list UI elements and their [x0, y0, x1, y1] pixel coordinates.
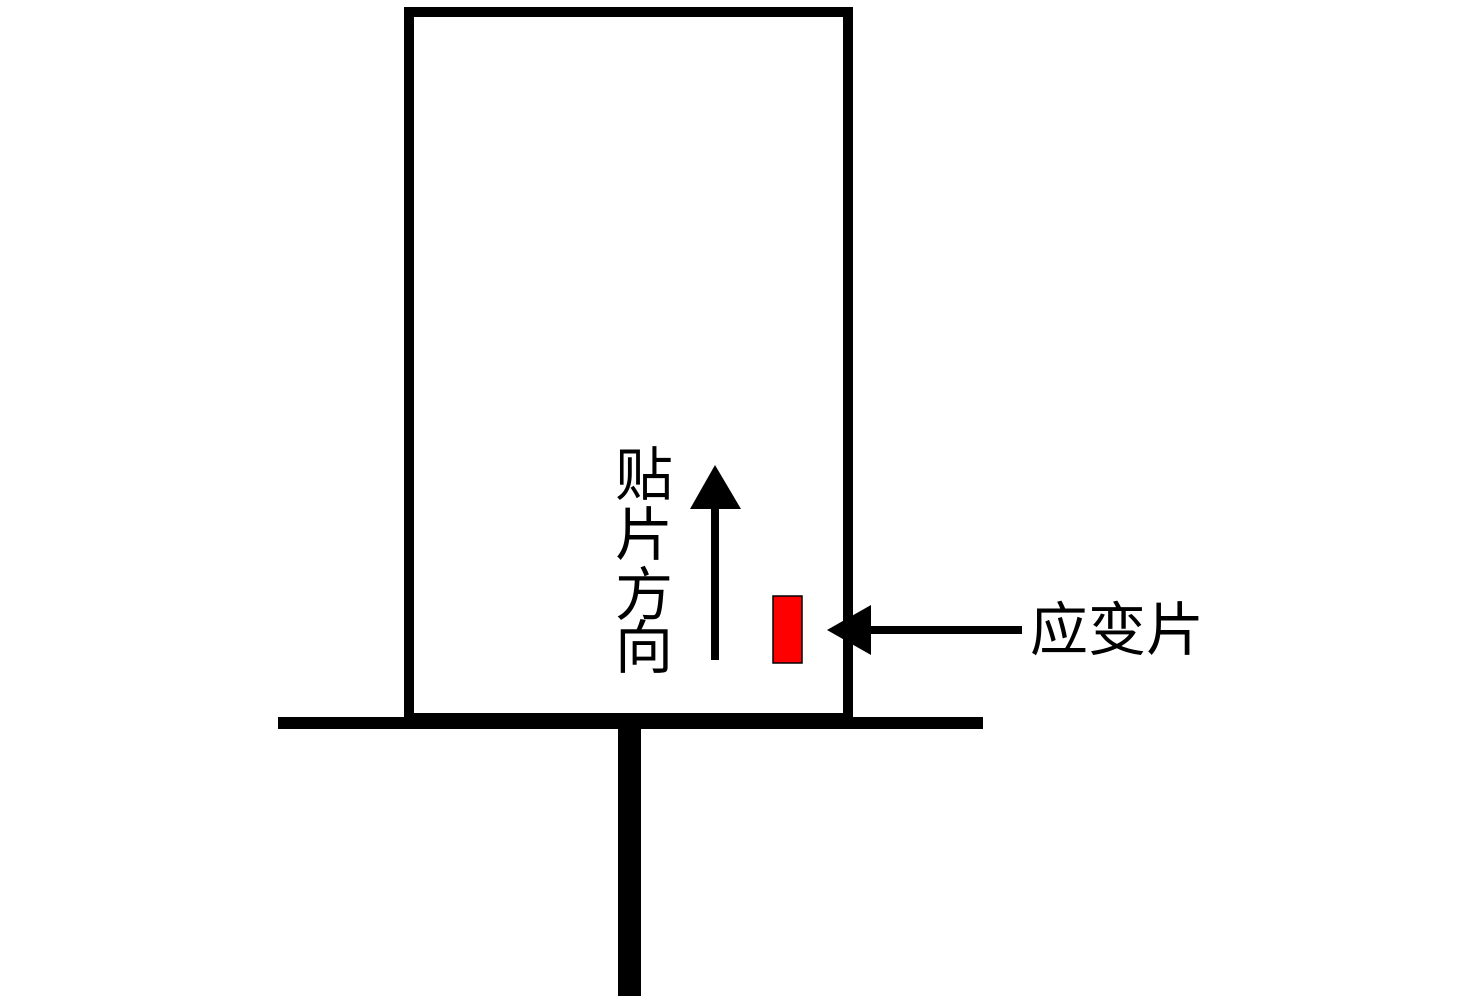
- strain-gauge-label: 应变片: [1030, 596, 1204, 664]
- direction-label-char-4: 向: [615, 614, 673, 682]
- direction-arrowhead: [690, 465, 741, 509]
- direction-label-char-2: 片: [615, 501, 673, 569]
- direction-label-char-1: 贴: [615, 441, 673, 509]
- support-post: [618, 723, 641, 996]
- direction-label-char-3: 方: [615, 561, 673, 629]
- gauge-pointer-arrowhead: [827, 605, 871, 655]
- strain-gauge: [772, 595, 803, 664]
